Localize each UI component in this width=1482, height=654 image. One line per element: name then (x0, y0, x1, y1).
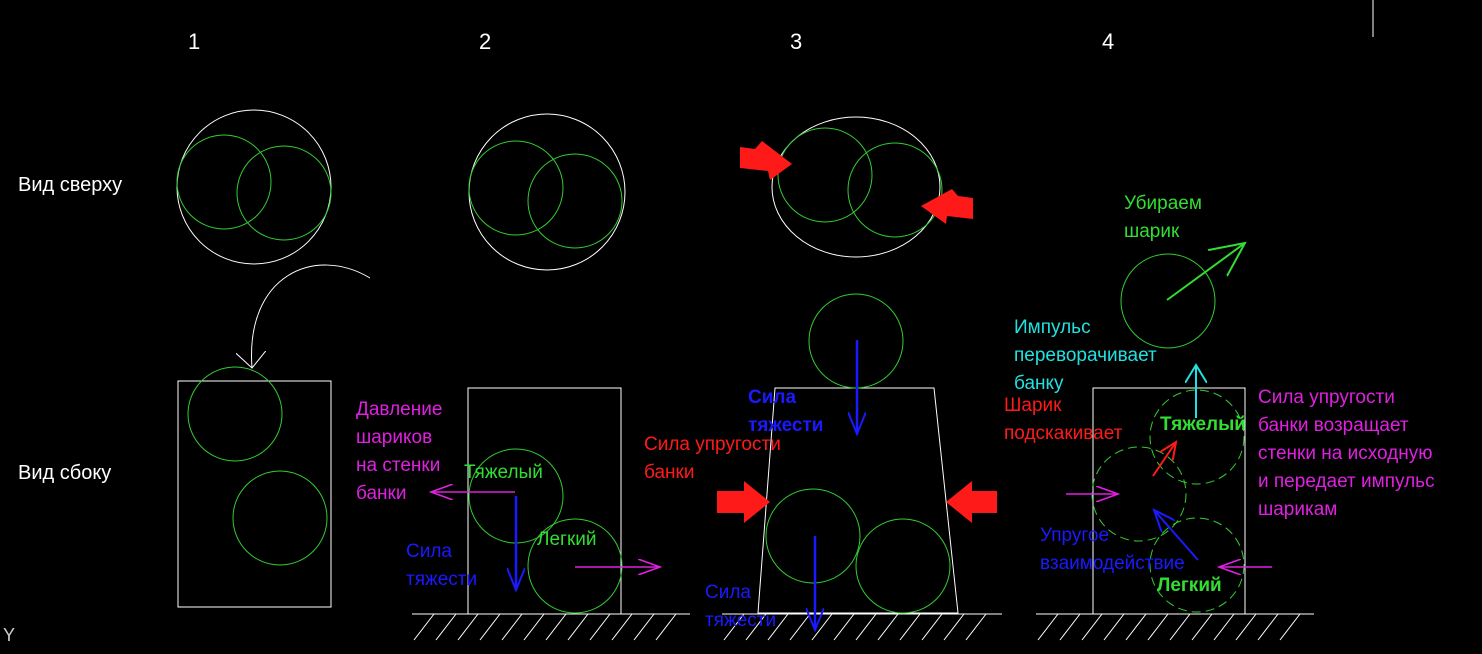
heavy-label: Тяжелый (464, 462, 543, 483)
panel-number-1: 1 (188, 29, 200, 54)
ground-hatch-stroke (633, 613, 655, 641)
ground-hatch-stroke (1037, 613, 1059, 641)
red-squeeze-arrow-top-left (740, 141, 792, 180)
ball-light (527, 518, 623, 614)
ground-hatch-stroke (479, 613, 501, 641)
jar-top-outline-squeezed (771, 116, 941, 258)
ground-hatch-stroke (611, 613, 633, 641)
ground-hatch-stroke (523, 613, 545, 641)
row-label-top-view: Вид сверху (18, 174, 122, 196)
ground-hatch (722, 613, 1002, 641)
jar-top-outline (176, 109, 332, 265)
ground-hatch-stroke (1169, 613, 1191, 641)
pressure-label: Давление шариков на стенки банки (356, 399, 448, 504)
axis-y-label: Y (3, 625, 15, 645)
impulse-label: Импульс переворачивает банку (1014, 317, 1162, 394)
jar-top-outline (468, 113, 626, 271)
ball-side-lower (232, 470, 328, 566)
ground-hatch-stroke (1081, 613, 1103, 641)
jar-side-outline-squeezed (757, 387, 959, 614)
row-label-side-view: Вид сбоку (18, 462, 111, 484)
ground-hatch-stroke (1125, 613, 1147, 641)
ground-hatch-stroke (745, 613, 767, 641)
ground-hatch (1036, 613, 1314, 641)
ground-hatch-stroke (855, 613, 877, 641)
heavy-label: Тяжелый (1160, 414, 1246, 435)
ball-bottom-right (855, 518, 951, 614)
ground-hatch-stroke (1279, 613, 1301, 641)
remove-ball-arrow (1166, 243, 1245, 301)
elastic-force-label: Сила упругости банки возращает стенки на… (1258, 387, 1440, 520)
ball-top-right (527, 153, 623, 249)
ground-hatch-stroke (589, 613, 611, 641)
ground-hatch-stroke (1257, 613, 1279, 641)
ground-hatch-stroke (413, 613, 435, 641)
ground-hatch-stroke (1147, 613, 1169, 641)
ground-hatch-stroke (833, 613, 855, 641)
ground-hatch-stroke (921, 613, 943, 641)
elastic-force-label: Сила упругости банки (644, 434, 786, 483)
panel-number-2: 2 (479, 29, 491, 54)
red-squeeze-arrow-side-left (717, 481, 770, 523)
red-squeeze-arrow-side-right (946, 481, 997, 523)
panel-number-4: 4 (1102, 29, 1114, 54)
ball-removed (1120, 253, 1216, 349)
elastic-interaction-label: Упругое взаимодействие (1040, 525, 1185, 574)
ball-top-left (176, 134, 272, 230)
ball-heavy (1149, 389, 1245, 485)
ground-hatch-stroke (965, 613, 987, 641)
ball-light (1149, 517, 1245, 613)
gravity-label: Сила тяжести (406, 541, 477, 590)
ground-hatch-stroke (1191, 613, 1213, 641)
bounce-label: Шарик подскакивает (1004, 395, 1123, 444)
ground-hatch-stroke (1235, 613, 1257, 641)
ground-hatch-stroke (767, 613, 789, 641)
ball-top-right (847, 142, 943, 238)
ground-hatch-stroke (1059, 613, 1081, 641)
panel-3: Сила тяжести Сила тяжести Сила упругости… (644, 116, 1002, 641)
elastic-interaction-arrow (1154, 510, 1199, 561)
ball-top-left (468, 140, 564, 236)
ground-hatch-stroke (877, 613, 899, 641)
panel-1 (176, 109, 371, 608)
ground-hatch-stroke (545, 613, 567, 641)
ground-hatch (412, 613, 690, 641)
jar-side-outline (177, 380, 332, 608)
ground-hatch-stroke (435, 613, 457, 641)
light-label: Легкий (1157, 575, 1222, 596)
ground-hatch-stroke (1103, 613, 1125, 641)
light-label: Легкий (537, 529, 597, 550)
ball-bottom-left (765, 488, 861, 584)
ground-hatch-stroke (723, 613, 745, 641)
panel-2: Давление шариков на стенки банки Тяжелый… (356, 113, 690, 641)
ground-hatch-stroke (899, 613, 921, 641)
panel-number-3: 3 (790, 29, 802, 54)
flip-arrow (252, 264, 371, 368)
bounce-arrow (1152, 442, 1176, 477)
ground-hatch-stroke (789, 613, 811, 641)
ground-hatch-stroke (1213, 613, 1235, 641)
gravity-label-bottom: Сила тяжести (705, 582, 776, 631)
ball-top-right (236, 145, 332, 241)
ground-hatch-stroke (501, 613, 523, 641)
ground-hatch-stroke (567, 613, 589, 641)
ground-hatch-stroke (943, 613, 965, 641)
ground-hatch-stroke (457, 613, 479, 641)
gravity-label-top: Сила тяжести (748, 387, 823, 436)
ground-hatch-stroke (655, 613, 677, 641)
jar-side-outline (467, 387, 622, 615)
ball-side-upper (187, 366, 283, 462)
red-squeeze-arrow-top-right (921, 189, 973, 224)
panel-4: Убираем шарик Импульс переворачивает бан… (1004, 193, 1440, 641)
remove-ball-label: Убираем шарик (1124, 193, 1207, 242)
ball-top-left (777, 127, 873, 223)
